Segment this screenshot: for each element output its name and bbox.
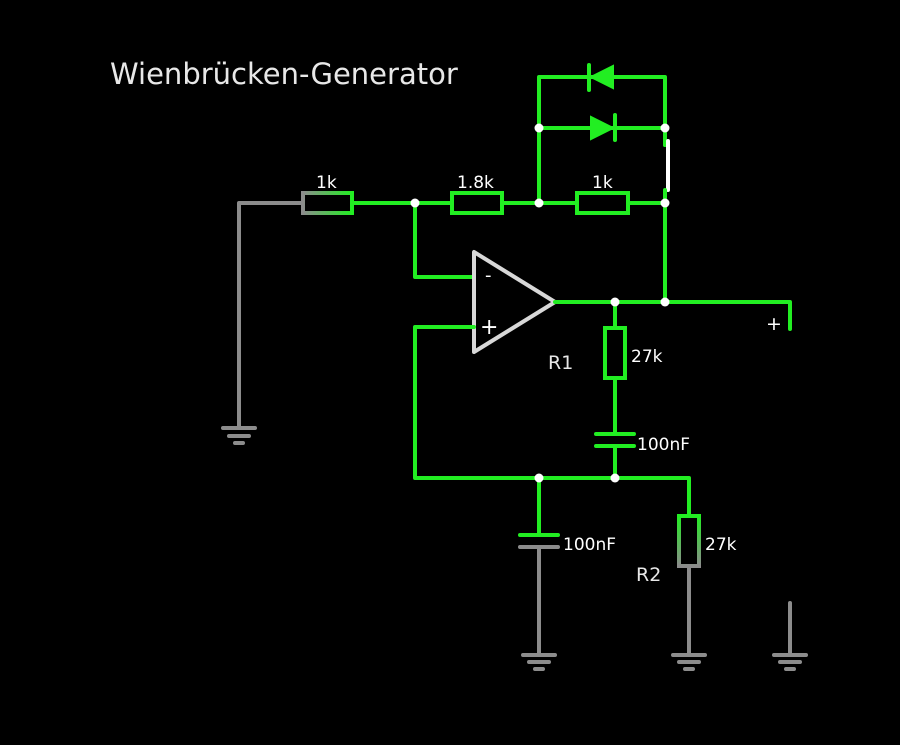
opamp[interactable]: [472, 250, 557, 354]
junction-node: [610, 473, 620, 483]
junction-node: [660, 123, 670, 133]
wire-output[interactable]: [553, 300, 792, 331]
junction-node: [660, 198, 670, 208]
junction-node: [534, 473, 544, 483]
junction-node: [610, 297, 620, 307]
ground-output-icon: [772, 653, 808, 671]
resistor-r1-value: 27k: [631, 347, 663, 367]
ground-c2-icon: [521, 653, 557, 671]
resistor-feedback-2-label: 1k: [592, 173, 613, 193]
diode-top[interactable]: [587, 63, 614, 92]
wire-noninverting-network[interactable]: [413, 325, 691, 518]
junction-node: [660, 297, 670, 307]
wire-inverting-input[interactable]: [413, 201, 476, 279]
junction-node: [534, 198, 544, 208]
junction-node: [410, 198, 420, 208]
resistor-r1[interactable]: [603, 326, 627, 380]
resistor-r2-value: 27k: [705, 535, 737, 555]
wire-ground-left[interactable]: [237, 201, 305, 429]
resistor-input[interactable]: [301, 191, 354, 215]
capacitor-c2-label: 100nF: [563, 535, 616, 555]
ground-left-icon: [221, 426, 257, 445]
opamp-noninverting-label: +: [480, 315, 498, 340]
resistor-feedback-1[interactable]: [450, 191, 504, 215]
capacitor-c1-label: 100nF: [637, 435, 690, 455]
resistor-r2-name: R2: [636, 564, 661, 586]
diagram-title: Wienbrücken-Generator: [110, 57, 458, 91]
resistor-input-label: 1k: [316, 173, 337, 193]
diode-bottom[interactable]: [590, 113, 617, 142]
ground-r2-icon: [671, 653, 707, 671]
resistor-feedback-1-label: 1.8k: [457, 173, 494, 193]
output-terminal-label: +: [766, 313, 782, 335]
junction-node: [534, 123, 544, 133]
resistor-feedback-2[interactable]: [575, 191, 630, 215]
resistor-r1-name: R1: [548, 352, 573, 374]
resistor-r2[interactable]: [677, 514, 701, 568]
opamp-inverting-label: -: [485, 265, 492, 286]
